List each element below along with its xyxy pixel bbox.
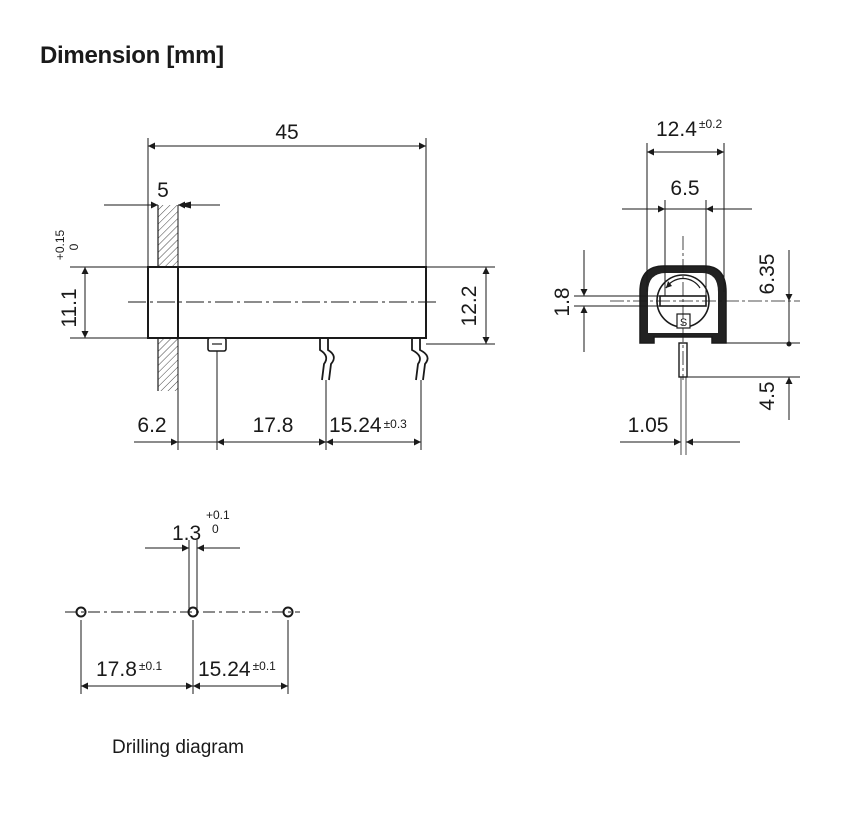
dim-slot: 1.8 [551, 287, 574, 316]
dim-height: 11.1 [58, 288, 81, 327]
pin [319, 338, 328, 381]
side-view [70, 138, 495, 450]
dim-pin-pitch-1: 17.8 [253, 414, 294, 437]
dim-body-height: 12.2 [458, 286, 481, 327]
pin [411, 338, 421, 381]
body [177, 266, 427, 339]
dim-offset-left: 6.2 [137, 414, 166, 437]
marking-s: S [680, 317, 687, 329]
dim-height-tol-minus: 0 [67, 243, 81, 250]
dim-center-height: 6.35 [756, 254, 779, 295]
pin [327, 338, 335, 381]
drilling-caption: Drilling diagram [112, 737, 244, 758]
drill-hole [75, 606, 87, 618]
dim-width: 12.4±0.2 [656, 117, 722, 141]
dim-pin-width: 1.05 [628, 414, 669, 437]
dim-drill-pitch-1: 17.8±0.1 [96, 658, 162, 681]
drilling-labels: 1.3 +0.1 0 17.8±0.1 15.24±0.1 Drilling d… [96, 508, 276, 758]
end-view-labels: 12.4±0.2 6.5 1.8 6.35 4.5 1.05 S [551, 117, 779, 437]
dim-hole-dia-tol-minus: 0 [212, 522, 219, 536]
dim-hole-dia: 1.3 [172, 522, 201, 545]
dim-flange: 5 [157, 179, 169, 202]
drill-hole [282, 606, 294, 618]
pin [419, 338, 429, 381]
dim-overall-length: 45 [275, 121, 298, 144]
side-view-labels: 45 5 11.1 +0.15 0 12.2 6.2 17.8 15.24±0.… [53, 121, 481, 437]
dim-height-tol-plus: +0.15 [53, 229, 67, 260]
dim-inner-width: 6.5 [670, 177, 699, 200]
drilling-diagram [65, 540, 300, 694]
dim-hole-dia-tol-plus: +0.1 [206, 508, 230, 522]
dim-pin-pitch-2: 15.24±0.3 [329, 414, 407, 437]
marking-box [676, 313, 691, 329]
page-title: Dimension [mm] [40, 42, 224, 69]
end-view [574, 143, 800, 455]
dim-drill-pitch-2: 15.24±0.1 [198, 658, 276, 681]
flange [147, 266, 179, 339]
dim-pin-length: 4.5 [756, 381, 779, 410]
